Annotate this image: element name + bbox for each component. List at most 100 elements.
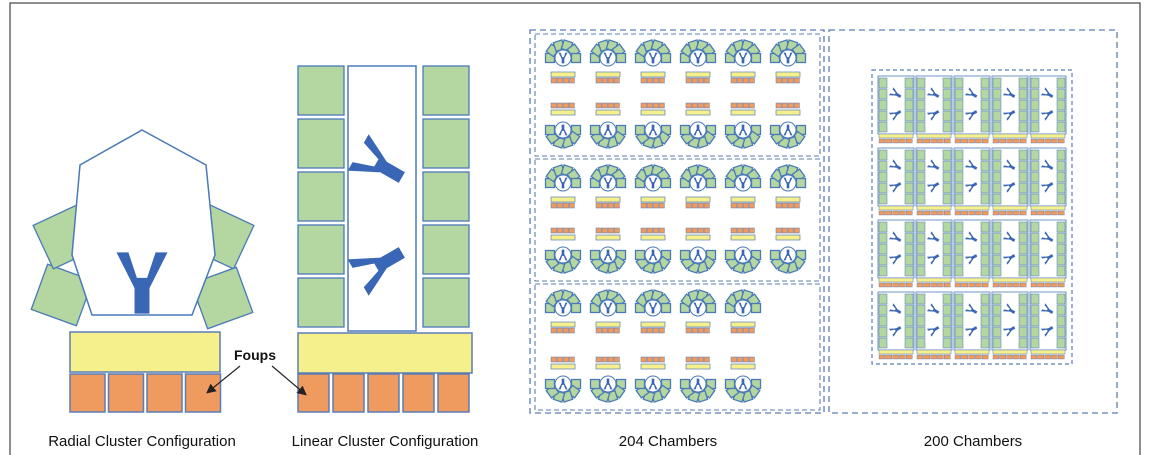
mini-chamber xyxy=(980,304,990,316)
mini-foup xyxy=(742,327,749,334)
mini-radial-tool xyxy=(679,39,717,84)
mini-chamber xyxy=(954,315,964,327)
mini-loadlock xyxy=(992,205,1028,211)
mini-foup xyxy=(556,77,563,84)
mini-loadlock xyxy=(595,71,621,78)
mini-chamber xyxy=(980,326,990,338)
mini-chamber xyxy=(589,249,601,261)
mini-foup xyxy=(658,227,665,234)
mini-linear-tool xyxy=(915,75,953,144)
mini-foup xyxy=(1057,210,1065,216)
mini-foup xyxy=(562,327,569,334)
mini-chamber xyxy=(916,160,926,172)
mini-foup xyxy=(1037,138,1045,144)
mini-chamber xyxy=(1056,121,1066,133)
robot-icon xyxy=(693,52,703,64)
fab204-outer-boundary xyxy=(529,29,825,414)
mini-foup xyxy=(703,356,710,363)
mini-foup xyxy=(550,227,557,234)
mini-foup xyxy=(607,202,614,209)
mini-foup xyxy=(899,210,906,216)
mini-loadlock xyxy=(640,71,666,78)
robot-icon xyxy=(347,134,405,183)
mini-foup xyxy=(640,227,647,234)
mini-linear-tool xyxy=(915,219,953,288)
mini-chamber xyxy=(916,121,926,133)
mini-foup xyxy=(892,354,899,360)
mini-foup xyxy=(954,210,962,216)
mini-foup xyxy=(736,356,743,363)
linear-transfer-corridor xyxy=(347,65,417,332)
mini-loadlock xyxy=(1030,349,1066,355)
robot-icon xyxy=(965,110,978,121)
mini-radial-tool xyxy=(589,102,627,149)
robot-icon xyxy=(738,249,748,261)
mini-chamber xyxy=(769,249,781,261)
mini-chamber xyxy=(942,254,952,266)
mini-radial-tool xyxy=(679,227,717,274)
foups-arrow-left xyxy=(206,365,241,394)
robot-icon xyxy=(1041,182,1054,193)
radial-chamber xyxy=(30,263,94,327)
mini-chamber xyxy=(992,221,1002,233)
mini-loadlock xyxy=(685,109,711,116)
robot-icon xyxy=(927,182,940,193)
mini-chamber xyxy=(1056,171,1066,183)
mini-foup xyxy=(892,282,899,288)
mini-chamber xyxy=(878,88,888,100)
mini-foup xyxy=(736,227,743,234)
mini-foup xyxy=(730,327,737,334)
robot-icon xyxy=(927,110,940,121)
mini-foup xyxy=(916,138,924,144)
mini-loadlock xyxy=(775,109,801,116)
mini-chamber xyxy=(878,293,888,305)
mini-foup xyxy=(787,102,794,109)
mini-foup xyxy=(646,202,653,209)
mini-chamber xyxy=(1056,160,1066,172)
linear-chamber-left xyxy=(297,224,345,275)
mini-foup xyxy=(885,138,892,144)
mini-chamber xyxy=(1056,221,1066,233)
mini-foup xyxy=(613,327,620,334)
mini-foup xyxy=(1037,354,1045,360)
mini-foup xyxy=(640,202,647,209)
mini-foup xyxy=(1044,138,1051,144)
mini-foup xyxy=(1030,138,1038,144)
robot-icon xyxy=(889,182,902,193)
robot-icon xyxy=(1041,110,1054,121)
mini-chamber xyxy=(942,110,952,122)
mini-chamber xyxy=(1030,88,1040,100)
mini-chamber xyxy=(660,302,672,314)
robot-icon xyxy=(1041,159,1054,170)
robot-icon xyxy=(738,302,748,314)
radial-caption: Radial Cluster Configuration xyxy=(48,433,236,450)
robot-icon xyxy=(927,326,940,337)
mini-chamber xyxy=(1056,326,1066,338)
mini-chamber xyxy=(1018,121,1028,133)
mini-chamber xyxy=(904,99,914,111)
mini-chamber xyxy=(1030,99,1040,111)
mini-chamber xyxy=(942,232,952,244)
mini-linear-tool xyxy=(1029,219,1067,288)
mini-foup xyxy=(975,138,982,144)
mini-foup xyxy=(640,356,647,363)
mini-chamber xyxy=(1018,232,1028,244)
robot-icon xyxy=(1003,254,1016,265)
mini-radial-tool xyxy=(634,39,672,84)
mini-foup xyxy=(954,282,962,288)
mini-chamber xyxy=(1030,326,1040,338)
mini-chamber xyxy=(878,254,888,266)
mini-foup xyxy=(736,102,743,109)
mini-foup xyxy=(1030,210,1038,216)
mini-loadlock xyxy=(878,133,914,139)
mini-loadlock xyxy=(550,234,576,241)
mini-chamber xyxy=(615,302,627,314)
linear-chamber-right xyxy=(422,118,470,169)
mini-foup xyxy=(748,102,755,109)
mini-chamber xyxy=(992,77,1002,89)
mini-foup xyxy=(736,77,743,84)
mini-foup xyxy=(685,356,692,363)
robot-icon xyxy=(347,247,405,296)
mini-loadlock xyxy=(954,133,990,139)
robot-icon xyxy=(1041,87,1054,98)
